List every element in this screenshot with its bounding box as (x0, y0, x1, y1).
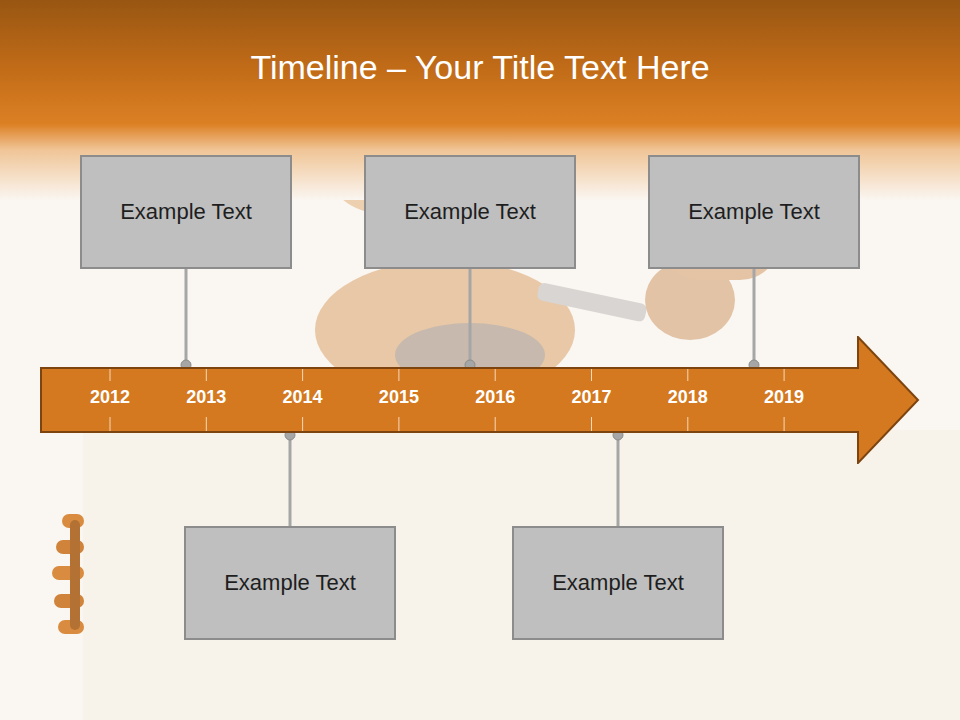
tick-mark (206, 417, 207, 431)
year-label: 2015 (379, 386, 419, 408)
year-label: 2012 (90, 386, 130, 408)
year-label: 2017 (571, 386, 611, 408)
panel (83, 430, 960, 720)
leader-line (185, 269, 188, 366)
leader-connector (465, 269, 475, 370)
event-box: Example Text (80, 155, 292, 269)
tick-mark (591, 417, 592, 431)
tick-mark (784, 417, 785, 431)
tick-mark (302, 369, 303, 381)
tick-mark (110, 417, 111, 431)
leader-connector (181, 269, 191, 370)
tick-mark (206, 369, 207, 381)
leader-line (617, 434, 620, 526)
tick-mark (784, 369, 785, 381)
leader-connector (749, 269, 759, 370)
leader-line (753, 269, 756, 366)
leader-connector (285, 430, 295, 526)
tick-mark (687, 417, 688, 431)
year-label: 2013 (186, 386, 226, 408)
tick-mark (495, 369, 496, 381)
event-box: Example Text (648, 155, 860, 269)
box-text: Example Text (120, 198, 252, 226)
tick-mark (302, 417, 303, 431)
slide-title: Timeline – Your Title Text Here (0, 44, 960, 90)
tick-mark (110, 369, 111, 381)
timeline-arrow: 2012 2013 2014 2015 2016 2017 2018 2019 (40, 336, 920, 464)
tick-mark (398, 369, 399, 381)
leader-line (469, 269, 472, 366)
box-text: Example Text (224, 569, 356, 597)
tick-mark (398, 417, 399, 431)
robot-hand (52, 514, 84, 634)
arrow-outline (41, 337, 918, 463)
tick-mark (687, 369, 688, 381)
year-label: 2014 (283, 386, 323, 408)
leader-line (289, 434, 292, 526)
tick-mark (495, 417, 496, 431)
year-label: 2018 (668, 386, 708, 408)
event-box: Example Text (364, 155, 576, 269)
tick-mark (591, 369, 592, 381)
box-text: Example Text (688, 198, 820, 226)
leader-connector (613, 430, 623, 526)
year-label: 2016 (475, 386, 515, 408)
box-text: Example Text (404, 198, 536, 226)
event-box: Example Text (512, 526, 724, 640)
event-box: Example Text (184, 526, 396, 640)
year-label: 2019 (764, 386, 804, 408)
box-text: Example Text (552, 569, 684, 597)
